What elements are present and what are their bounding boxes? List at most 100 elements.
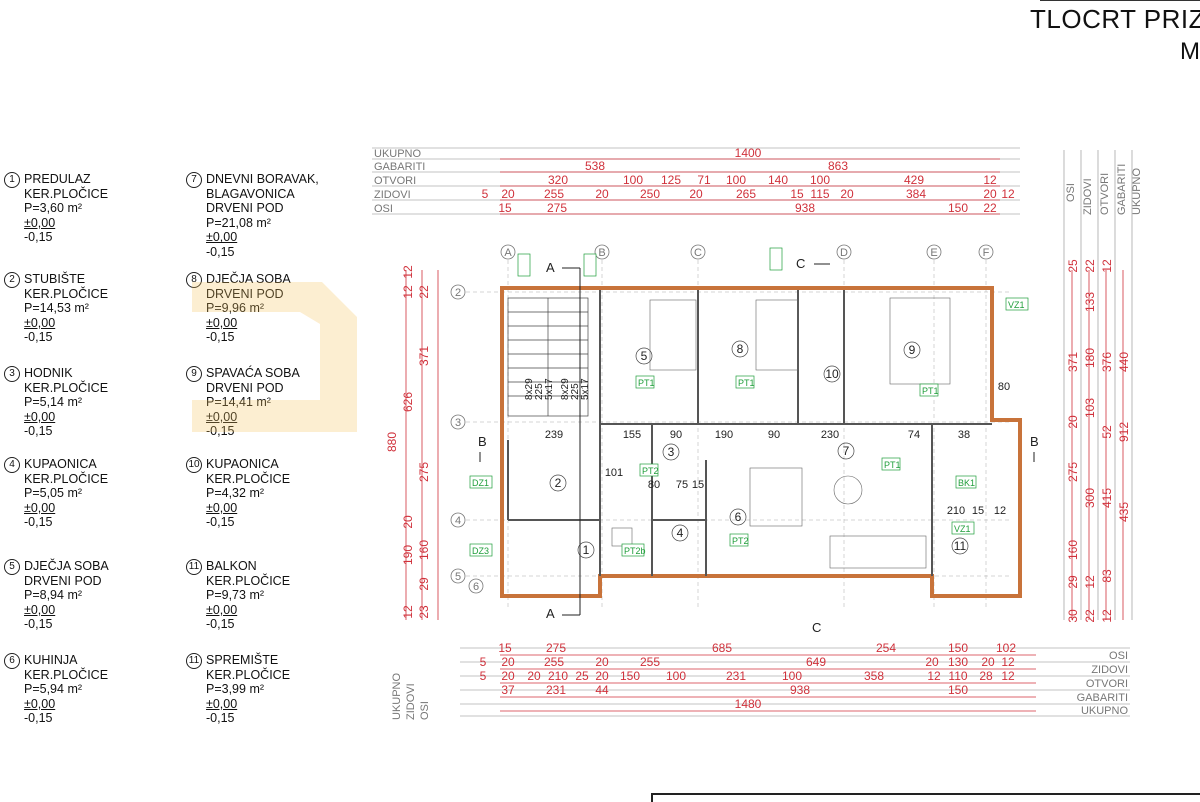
dim-value: 25 xyxy=(575,669,589,683)
interior-dim: 239 xyxy=(545,429,563,441)
room-marker-9: 9 xyxy=(909,343,916,357)
room-number-badge: 11 xyxy=(186,653,202,669)
room-area: P=14,53 m² xyxy=(24,301,89,316)
room-depth: -0,15 xyxy=(206,330,235,345)
room-name: SPREMIŠTE xyxy=(206,653,279,667)
dim-label-zidovi: ZIDOVI xyxy=(374,189,411,201)
interior-dim: 12 xyxy=(994,505,1006,517)
room-level: ±0,00 xyxy=(24,315,56,330)
room-floor: DRVENI POD xyxy=(24,573,102,588)
dim-value: 12 xyxy=(401,285,415,299)
room-name: DJEČJA SOBA xyxy=(24,559,109,573)
dim-label-gabariti: GABARITI xyxy=(1077,692,1128,704)
room-floor: KER.PLOČICE xyxy=(24,286,109,301)
dim-label-otvori: OTVORI xyxy=(374,175,416,187)
dim-value: 20 xyxy=(983,187,997,201)
stair-label: 8x29 xyxy=(524,378,535,400)
dim-value: 22 xyxy=(983,201,997,215)
room-number-badge: 6 xyxy=(4,653,20,669)
interior-walls xyxy=(507,290,992,576)
dim-value: 180 xyxy=(1083,348,1097,368)
dim-value: 20 xyxy=(595,669,609,683)
section-mark-c-bottom: C xyxy=(812,620,821,635)
dim-value: 102 xyxy=(996,641,1016,655)
dim-value: 275 xyxy=(1066,462,1080,482)
room-area: P=3,99 m² xyxy=(206,682,265,697)
room-marker-8: 8 xyxy=(737,342,744,356)
room-marker-7: 7 xyxy=(843,444,850,458)
room-level: ±0,00 xyxy=(24,696,56,711)
dim-value: 12 xyxy=(1001,669,1015,683)
dim-value: 300 xyxy=(1083,488,1097,508)
dim-value: 160 xyxy=(1066,540,1080,560)
room-level: ±0,00 xyxy=(24,500,56,515)
room-floor: DRVENI POD xyxy=(206,201,284,216)
dim-value: 20 xyxy=(1066,415,1080,429)
dim-value: 358 xyxy=(864,669,884,683)
dim-value: 115 xyxy=(810,187,829,201)
window-tag: VZ1 xyxy=(1008,300,1025,310)
room-depth: -0,15 xyxy=(24,424,53,439)
dim-value: 231 xyxy=(546,683,566,697)
dim-value: 150 xyxy=(948,641,968,655)
left-dimension-values: 12 12 22 371 626 880 275 20 190 160 12 2… xyxy=(385,265,431,619)
dim-label-ukupno-vertical: UKUPNO xyxy=(391,672,403,720)
interior-dim: 190 xyxy=(715,429,733,441)
room-number-badge: 3 xyxy=(4,366,20,382)
dim-value: 371 xyxy=(1066,352,1080,372)
room-level: ±0,00 xyxy=(24,215,56,230)
dim-value: 100 xyxy=(782,669,802,683)
dim-value: 12 xyxy=(1100,609,1114,623)
dim-value: 103 xyxy=(1083,398,1097,418)
room-name: PREDULAZ xyxy=(24,172,91,186)
room-floor: KER.PLOČICE xyxy=(24,667,109,682)
dim-value: 100 xyxy=(810,173,830,187)
dim-value: 150 xyxy=(948,201,968,215)
interior-dim: 101 xyxy=(605,467,623,479)
axis-label-3: 3 xyxy=(455,417,461,429)
dim-value: 255 xyxy=(544,655,564,669)
dim-value: 265 xyxy=(736,187,756,201)
door-tag: DZ1 xyxy=(472,478,489,488)
title-block-frame xyxy=(651,793,1200,802)
room-depth: -0,15 xyxy=(24,515,53,530)
room-area: P=5,05 m² xyxy=(24,486,83,501)
room-number-markers: 2 1 3 4 5 6 7 8 9 10 11 xyxy=(549,340,969,559)
dim-value: 52 xyxy=(1100,425,1114,439)
room-floor: KER.PLOČICE xyxy=(206,573,291,588)
dim-value: 190 xyxy=(401,545,415,565)
room-name: STUBIŠTE xyxy=(24,272,86,286)
dim-value: 912 xyxy=(1117,422,1131,442)
room-marker-5: 5 xyxy=(641,349,648,363)
room-area: P=14,41 m² xyxy=(206,395,271,410)
dim-value: 1400 xyxy=(735,146,762,160)
dim-value: 29 xyxy=(417,577,431,591)
dim-label-ukupno: UKUPNO xyxy=(374,148,422,160)
right-dimension-values: 25 22 12 133 376 371 180 440 20 103 52 9… xyxy=(1066,259,1131,623)
dim-value: 649 xyxy=(806,655,826,669)
room-number-badge: 10 xyxy=(186,457,202,473)
drawing-title-line2: M xyxy=(1180,38,1200,65)
room-name: DNEVNI BORAVAK, xyxy=(206,172,319,186)
dim-label-osi-vertical: OSI xyxy=(419,701,431,720)
room-marker-3: 3 xyxy=(668,445,675,459)
dim-value: 30 xyxy=(1066,609,1080,623)
section-mark-c-top: C xyxy=(796,256,805,271)
dim-label-osi-vertical: OSI xyxy=(1065,183,1077,202)
room-level: ±0,00 xyxy=(206,230,238,245)
room-floor: KER.PLOČICE xyxy=(24,186,109,201)
room-level: ±0,00 xyxy=(206,696,238,711)
dim-value: 20 xyxy=(981,655,995,669)
drawing-title: TLOCRT PRIZE xyxy=(1030,4,1200,34)
dim-label-gabariti: GABARITI xyxy=(374,161,425,173)
dim-value: 685 xyxy=(712,641,732,655)
dim-value: 275 xyxy=(547,201,567,215)
dim-value: 255 xyxy=(640,655,660,669)
exterior-walls xyxy=(500,286,1022,598)
section-marks: A A B B C C xyxy=(478,256,1039,635)
dim-value: 15 xyxy=(498,641,512,655)
section-mark-a-bottom: A xyxy=(546,606,555,621)
stair-label: 8x29 xyxy=(560,378,571,400)
dim-value: 371 xyxy=(417,346,431,366)
top-dimension-lines xyxy=(500,158,1000,215)
